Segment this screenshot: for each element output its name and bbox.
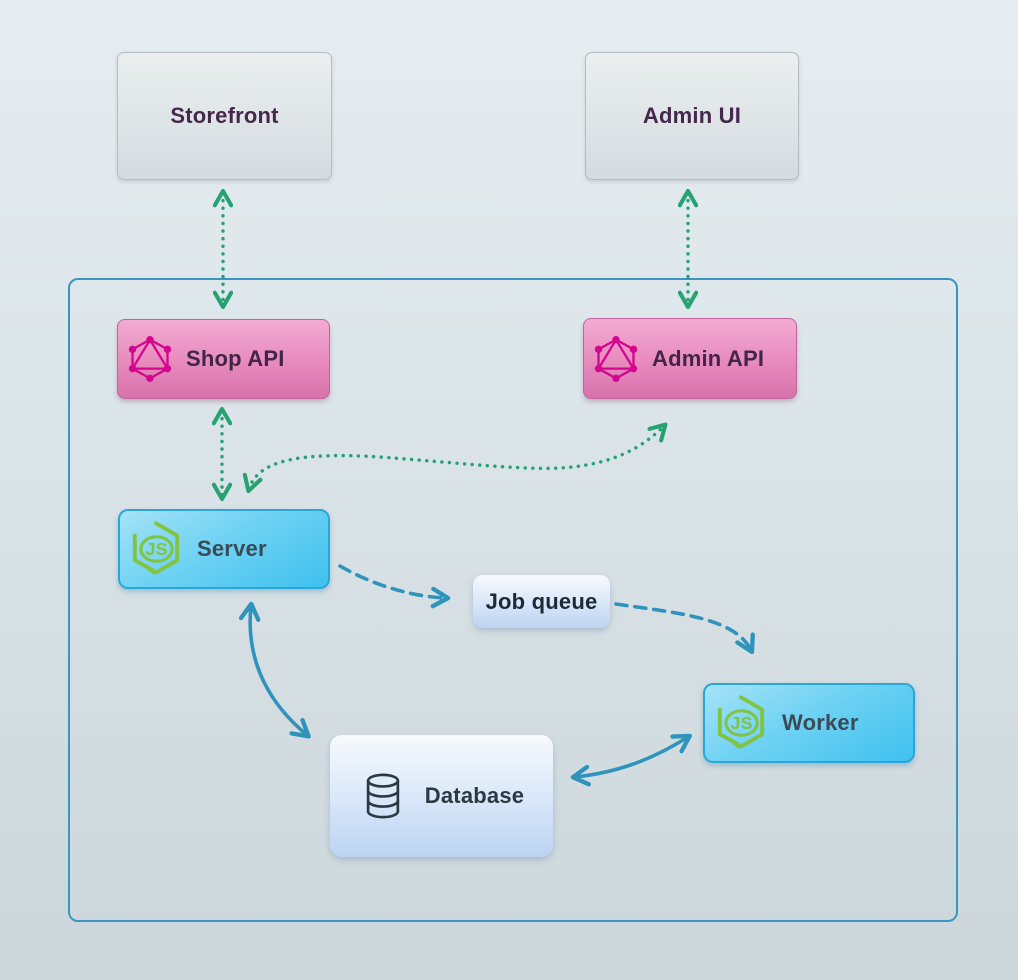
database-icon: [366, 773, 399, 819]
svg-text:JS: JS: [146, 539, 168, 559]
edge-job-queue-worker: [614, 602, 755, 655]
edge-server-database: [238, 601, 311, 739]
node-server: JS Server: [118, 509, 330, 589]
node-label: Storefront: [170, 103, 279, 128]
svg-text:JS: JS: [731, 713, 753, 733]
node-label: Admin API: [652, 345, 765, 371]
nodejs-icon: JS: [717, 695, 765, 749]
node-label: Admin UI: [642, 103, 742, 128]
graphql-icon: [128, 336, 172, 382]
node-worker: JS Worker: [703, 683, 915, 763]
node-admin-api: Admin API: [583, 318, 797, 399]
node-label: Worker: [782, 710, 859, 735]
edge-database-worker: [570, 733, 692, 787]
node-shop-api: Shop API: [117, 319, 330, 399]
nodejs-icon: JS: [132, 521, 180, 575]
system-boundary: [68, 278, 958, 922]
node-label: Job queue: [485, 588, 598, 614]
edge-server-job-queue: [338, 564, 451, 609]
node-label: Shop API: [186, 346, 285, 371]
graphql-icon: [594, 335, 638, 382]
node-label: Database: [424, 783, 525, 808]
node-database: Database: [330, 735, 553, 857]
node-job-queue: Job queue: [473, 575, 610, 628]
node-label: Server: [197, 536, 267, 561]
node-storefront: Storefront: [117, 52, 332, 180]
edge-server-admin-api: [242, 422, 668, 493]
node-admin-ui: Admin UI: [585, 52, 799, 180]
